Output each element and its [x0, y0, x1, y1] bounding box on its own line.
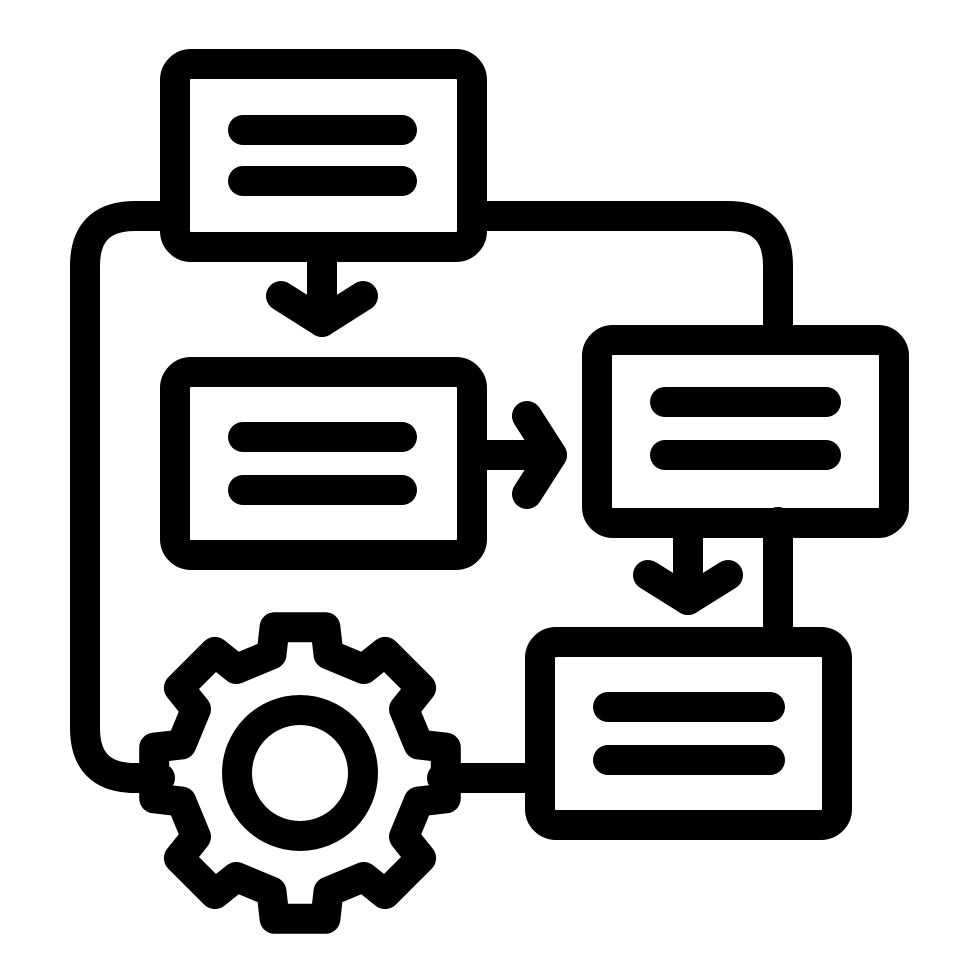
connector-loop-left [70, 201, 190, 793]
process-box-middle-right [582, 325, 909, 538]
gear-outline [139, 612, 461, 934]
gear-center-hole [222, 695, 378, 851]
gear-icon [139, 612, 461, 934]
process-box-middle-left [160, 357, 487, 570]
arrow-down-top-to-middle [266, 232, 378, 337]
arrow-right-middle-to-right [457, 401, 567, 509]
connector-top-right [457, 201, 793, 355]
arrow-down-right-to-bottom [633, 508, 743, 615]
process-box-top [160, 49, 487, 262]
process-box-bottom-right [525, 627, 852, 840]
